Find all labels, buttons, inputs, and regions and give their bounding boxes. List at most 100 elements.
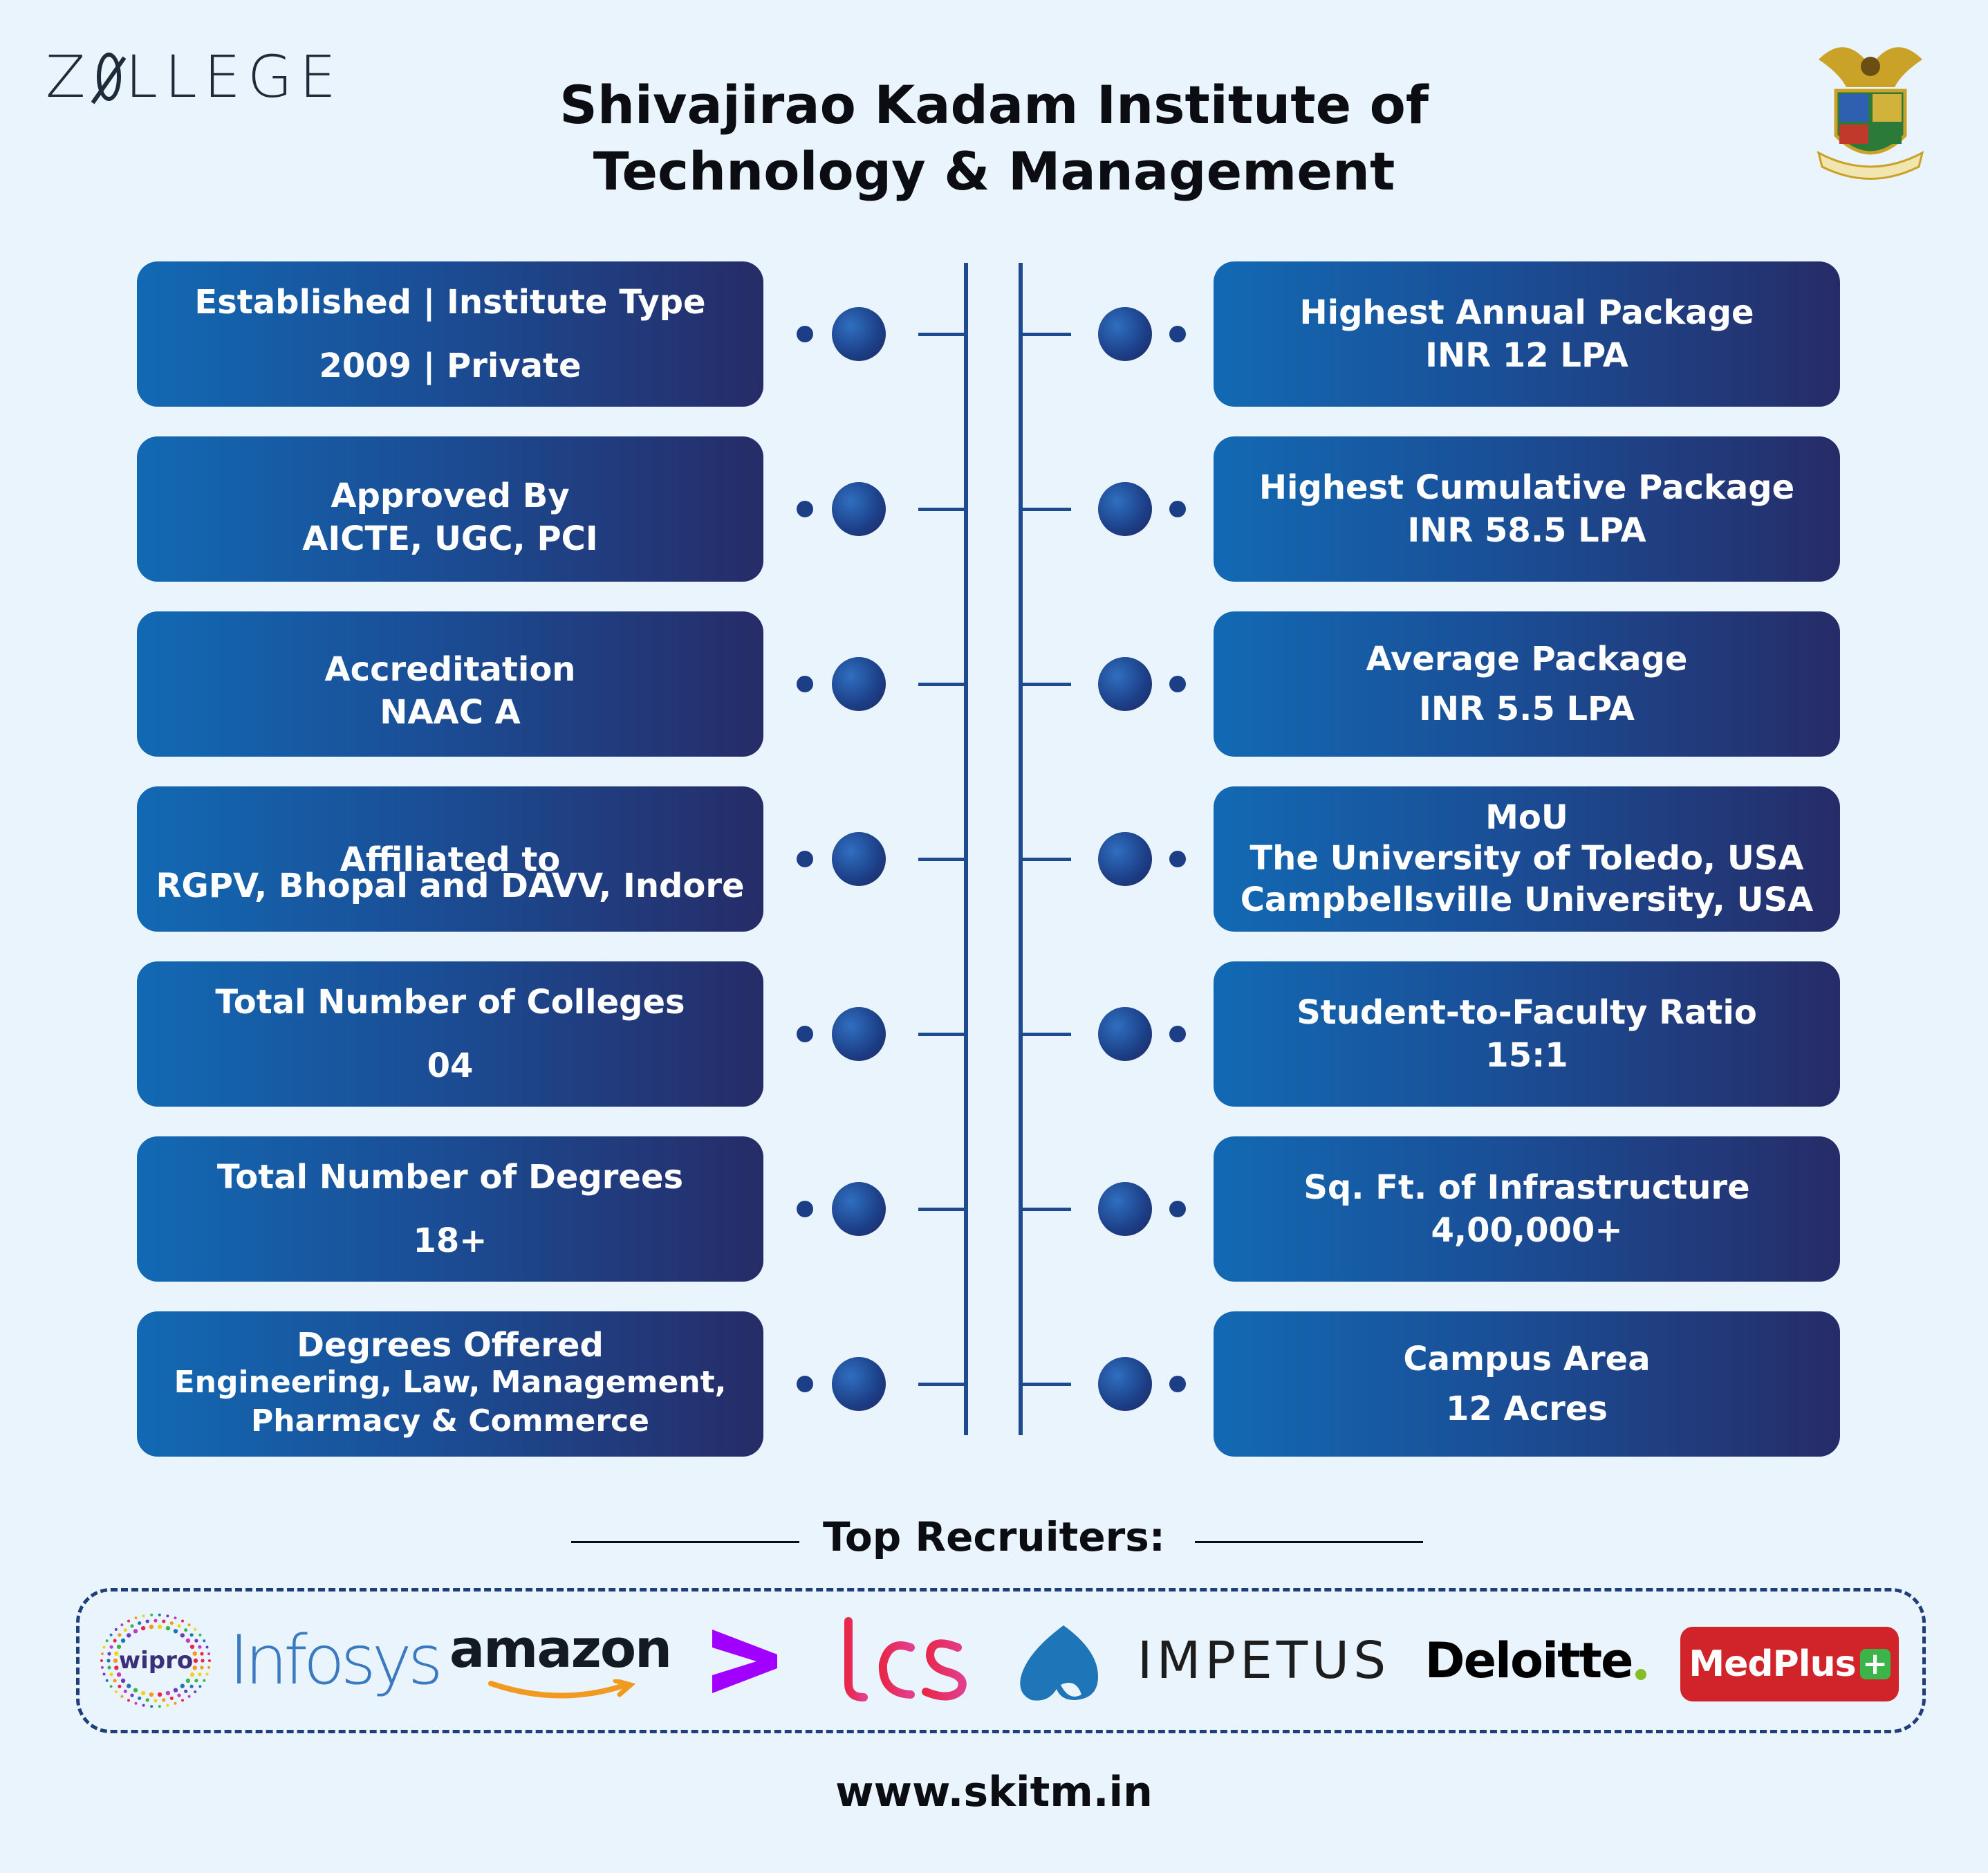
wipro-dot: [189, 1633, 194, 1637]
wipro-dot: [157, 1692, 162, 1697]
title-line-1: Shivajirao Kadam Institute of: [559, 74, 1429, 136]
wipro-dot: [107, 1666, 111, 1670]
wipro-dot: [162, 1698, 166, 1702]
card-highest-cumulative-package: Highest Cumulative Package INR 58.5 LPA: [1214, 436, 1840, 582]
wipro-dot: [192, 1651, 197, 1656]
connector-dot-left: [832, 307, 886, 361]
wipro-dot: [187, 1695, 191, 1698]
card-value: 4,00,000+: [1431, 1211, 1623, 1250]
connector-dot-small-right: [1169, 676, 1186, 692]
connector-line-left: [918, 1383, 967, 1386]
connector-line-left: [918, 683, 967, 686]
connector-dot-small-left: [797, 1201, 813, 1217]
card-value-line-2: Pharmacy & Commerce: [251, 1403, 649, 1439]
wipro-dot: [120, 1695, 124, 1698]
connector-dot-left: [832, 832, 886, 886]
wipro-dot: [100, 1652, 104, 1656]
wipro-dot: [133, 1629, 138, 1634]
wipro-dot: [185, 1678, 191, 1683]
wipro-dot: [203, 1639, 206, 1643]
card-label: Average Package: [1366, 640, 1688, 679]
wipro-dot: [107, 1652, 111, 1656]
page-title: Shivajirao Kadam Institute of Technology…: [484, 72, 1504, 205]
connector-line-left: [918, 858, 967, 861]
connector-line-left: [918, 333, 967, 336]
wipro-dot: [207, 1652, 211, 1656]
wipro-dot: [149, 1624, 154, 1630]
wipro-dot: [127, 1699, 130, 1702]
card-value: INR 5.5 LPA: [1419, 690, 1635, 728]
wipro-dot: [138, 1621, 142, 1625]
wipro-dot: [177, 1693, 181, 1697]
wipro-dot: [102, 1672, 106, 1676]
wipro-dot: [127, 1619, 130, 1623]
card-label: Student-to-Faculty Ratio: [1297, 993, 1757, 1032]
wipro-dot: [174, 1616, 177, 1620]
connector-dot-small-right: [1169, 1201, 1186, 1217]
wipro-dot: [208, 1659, 211, 1662]
connector-line-right: [1023, 333, 1071, 336]
wipro-dot: [100, 1666, 104, 1669]
card-infrastructure: Sq. Ft. of Infrastructure 4,00,000+: [1214, 1136, 1840, 1282]
connector-line-right: [1023, 1383, 1071, 1386]
wipro-dot: [114, 1666, 119, 1670]
wipro-dot: [158, 1613, 161, 1616]
wipro-dot: [173, 1688, 178, 1692]
wipro-dot: [201, 1659, 205, 1663]
card-accreditation: Accreditation NAAC A: [137, 611, 763, 757]
connector-dot-small-right: [1169, 501, 1186, 517]
connector-dot-left: [832, 657, 886, 711]
wipro-dot: [154, 1618, 158, 1623]
wipro-dot: [149, 1692, 154, 1697]
wipro-dot: [177, 1624, 181, 1628]
wipro-dot: [120, 1678, 126, 1683]
wipro-dot: [109, 1645, 113, 1649]
card-value: 12 Acres: [1446, 1390, 1608, 1428]
tcs-wordmark-icon: tcs: [835, 1617, 967, 1701]
connector-dot-right: [1098, 307, 1152, 361]
card-label: Total Number of Degrees: [216, 1158, 684, 1197]
connector-line-right: [1023, 858, 1071, 861]
timeline-line-left: [964, 263, 968, 1435]
wipro-dot: [114, 1651, 119, 1656]
wipro-dot: [192, 1666, 197, 1670]
connector-line-right: [1023, 683, 1071, 686]
wipro-dot: [109, 1672, 113, 1677]
wipro-dot: [193, 1658, 198, 1663]
card-label: Highest Cumulative Package: [1258, 468, 1795, 507]
wipro-dot: [198, 1633, 202, 1636]
connector-dot-small-right: [1169, 851, 1186, 867]
card-established: Established | Institute Type 2009 | Priv…: [137, 261, 763, 407]
wipro-dots-icon: [100, 1613, 211, 1708]
connector-dot-right: [1098, 1182, 1152, 1236]
connector-dot-right: [1098, 1357, 1152, 1411]
institute-crest-icon: [1817, 47, 1924, 180]
card-value-line-1: The University of Toledo, USA: [1250, 839, 1804, 878]
wipro-dot: [189, 1644, 195, 1650]
capgemini-spade-icon: [1020, 1625, 1098, 1701]
connector-dot-small-left: [797, 851, 813, 867]
connector-dot-small-left: [797, 1026, 813, 1042]
wipro-dot: [130, 1624, 134, 1628]
wipro-dot: [158, 1705, 161, 1708]
wipro-dot: [181, 1699, 184, 1702]
wipro-dot: [116, 1672, 122, 1677]
wipro-dot: [150, 1705, 154, 1708]
wipro-dot: [194, 1690, 197, 1694]
connector-dot-small-right: [1169, 326, 1186, 342]
wipro-dot: [100, 1659, 103, 1662]
wipro-dot: [113, 1639, 117, 1643]
tcs-logo: tcs: [833, 1609, 972, 1713]
wipro-dot: [134, 1616, 138, 1620]
card-average-package: Average Package INR 5.5 LPA: [1214, 611, 1840, 757]
wipro-dot: [198, 1645, 202, 1649]
impetus-logo: IMPETUS: [1137, 1631, 1391, 1690]
wipro-dot: [207, 1666, 211, 1669]
wipro-dot: [185, 1638, 191, 1643]
wipro-dot: [127, 1683, 131, 1688]
wipro-dot: [138, 1696, 142, 1700]
card-label: Accreditation: [324, 650, 576, 689]
wipro-dot: [173, 1629, 178, 1634]
connector-line-left: [918, 508, 967, 511]
wipro-dot: [198, 1685, 202, 1688]
